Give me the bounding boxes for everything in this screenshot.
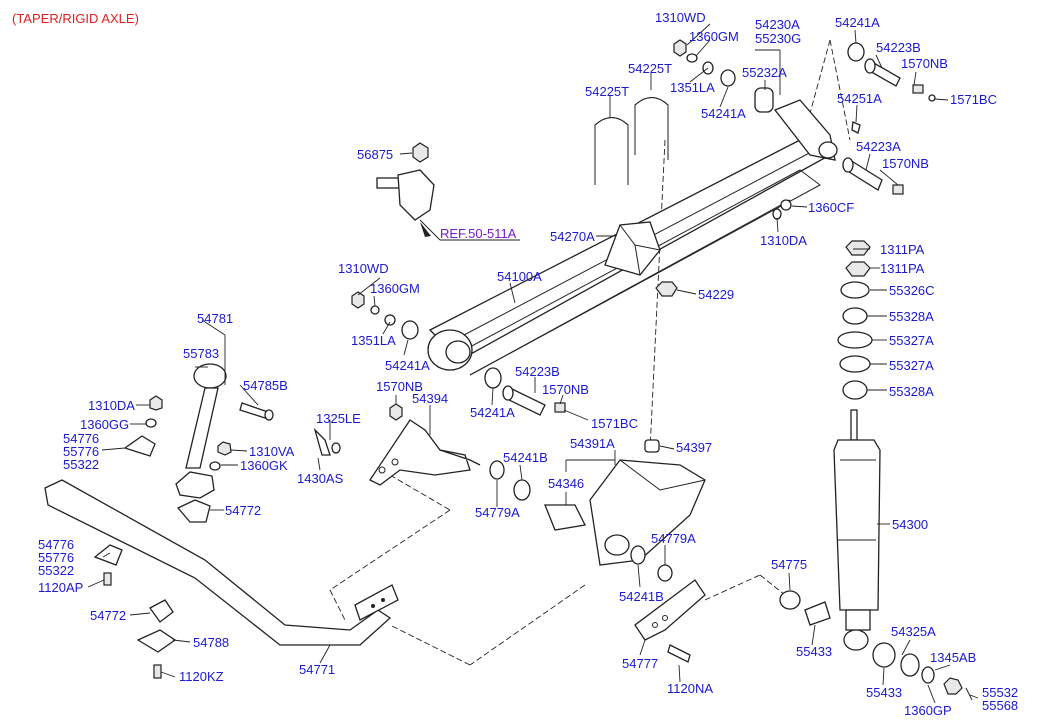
part-label: 54346 <box>548 476 584 491</box>
part-label: 54251A <box>837 91 882 106</box>
part-label: 1310DA <box>760 233 807 248</box>
u-bolts <box>594 97 669 185</box>
ball-joint <box>376 142 441 241</box>
part-number-labels: 1310WD 1360GM 1351LA 54225T 54225T 54230… <box>38 10 1018 718</box>
part-label: 1310WD <box>338 261 389 276</box>
part-label: 54394 <box>412 391 448 406</box>
part-label: 1311PA <box>880 261 925 276</box>
part-label: 1120KZ <box>179 669 224 684</box>
part-label: 1360GM <box>689 29 739 44</box>
part-label: 55326C <box>889 283 935 298</box>
part-label: 54779A <box>475 505 520 520</box>
part-label: 1570NB <box>542 382 589 397</box>
part-label: 1360GP <box>904 703 952 718</box>
part-label: 55776 <box>63 444 99 459</box>
part-label: 55322 <box>38 563 74 578</box>
part-label: 1120NA <box>667 681 713 696</box>
part-label: 54225T <box>628 61 672 76</box>
part-label: 54772 <box>90 608 126 623</box>
part-label: 55230G <box>755 31 801 46</box>
part-label: 54230A <box>755 17 800 32</box>
bracket-54394 <box>313 419 531 501</box>
part-label: 54300 <box>892 517 928 532</box>
shackle-hardware <box>673 39 936 220</box>
part-label: 1360CF <box>808 200 854 215</box>
part-label: 55783 <box>183 346 219 361</box>
diagram-caption: (TAPER/RIGID AXLE) <box>12 11 139 26</box>
reference-arrow <box>420 222 520 241</box>
part-label: 55433 <box>866 685 902 700</box>
part-label: 1571BC <box>950 92 997 107</box>
part-label: 54325A <box>891 624 936 639</box>
part-label: 54241B <box>503 450 548 465</box>
part-label: 54788 <box>193 635 229 650</box>
part-label: 55322 <box>63 457 99 472</box>
part-label: 54270A <box>550 229 595 244</box>
front-eye-hardware <box>351 291 566 421</box>
stabilizer-bar <box>44 479 399 646</box>
part-label: 55232A <box>742 65 787 80</box>
part-label: 54777 <box>622 656 658 671</box>
shock-absorber-assembly <box>833 240 973 701</box>
part-label: 1310WD <box>655 10 706 25</box>
part-label: 1351LA <box>351 333 396 348</box>
part-label: 55327A <box>889 333 934 348</box>
part-label: 54781 <box>197 311 233 326</box>
part-label: 54241B <box>619 589 664 604</box>
part-label: 54223B <box>876 40 921 55</box>
bracket-54391a <box>544 439 706 582</box>
part-label: 54241A <box>385 358 430 373</box>
nut-icon <box>655 281 678 297</box>
part-label: 1310VA <box>249 444 295 459</box>
part-label: 55327A <box>889 358 934 373</box>
part-label: 54241A <box>470 405 515 420</box>
part-label: 1325LE <box>316 411 361 426</box>
part-label: 1120AP <box>38 580 83 595</box>
part-label: 54785B <box>243 378 288 393</box>
part-label: 55328A <box>889 384 934 399</box>
part-label: 55328A <box>889 309 934 324</box>
part-label: 1360GM <box>370 281 420 296</box>
part-label: 1360GK <box>240 458 288 473</box>
lower-bracket-54777 <box>634 579 831 663</box>
part-label: 54772 <box>225 503 261 518</box>
part-label: 54223A <box>856 139 901 154</box>
part-label: 1570NB <box>376 379 423 394</box>
part-label: 1570NB <box>901 56 948 71</box>
part-label: 54397 <box>676 440 712 455</box>
part-label: 54229 <box>698 287 734 302</box>
stabilizer-link <box>123 363 274 523</box>
part-label: 54775 <box>771 557 807 572</box>
part-label: 54776 <box>38 537 74 552</box>
part-label: 54391A <box>570 436 615 451</box>
part-label: 1360GG <box>80 417 129 432</box>
part-label: 54771 <box>299 662 335 677</box>
part-label: 1430AS <box>297 471 344 486</box>
part-label: 54241A <box>701 106 746 121</box>
part-label: 1311PA <box>880 242 925 257</box>
part-label: 1351LA <box>670 80 715 95</box>
part-label: 55568 <box>982 698 1018 713</box>
part-label: 54776 <box>63 431 99 446</box>
part-label: 1310DA <box>88 398 135 413</box>
part-label: 1571BC <box>591 416 638 431</box>
part-label: 55433 <box>796 644 832 659</box>
part-label: 1570NB <box>882 156 929 171</box>
part-label: 54779A <box>651 531 696 546</box>
leaf-spring-assembly <box>427 99 838 376</box>
part-label: 55776 <box>38 550 74 565</box>
reference-label: REF.50-511A <box>440 226 517 241</box>
part-label: 55532 <box>982 685 1018 700</box>
part-label: 54241A <box>835 15 880 30</box>
part-label: 54225T <box>585 84 629 99</box>
leader-lines <box>87 23 979 704</box>
part-label: 54223B <box>515 364 560 379</box>
part-label: 1345AB <box>930 650 976 665</box>
part-label: 54100A <box>497 269 542 284</box>
part-label: 56875 <box>357 147 393 162</box>
